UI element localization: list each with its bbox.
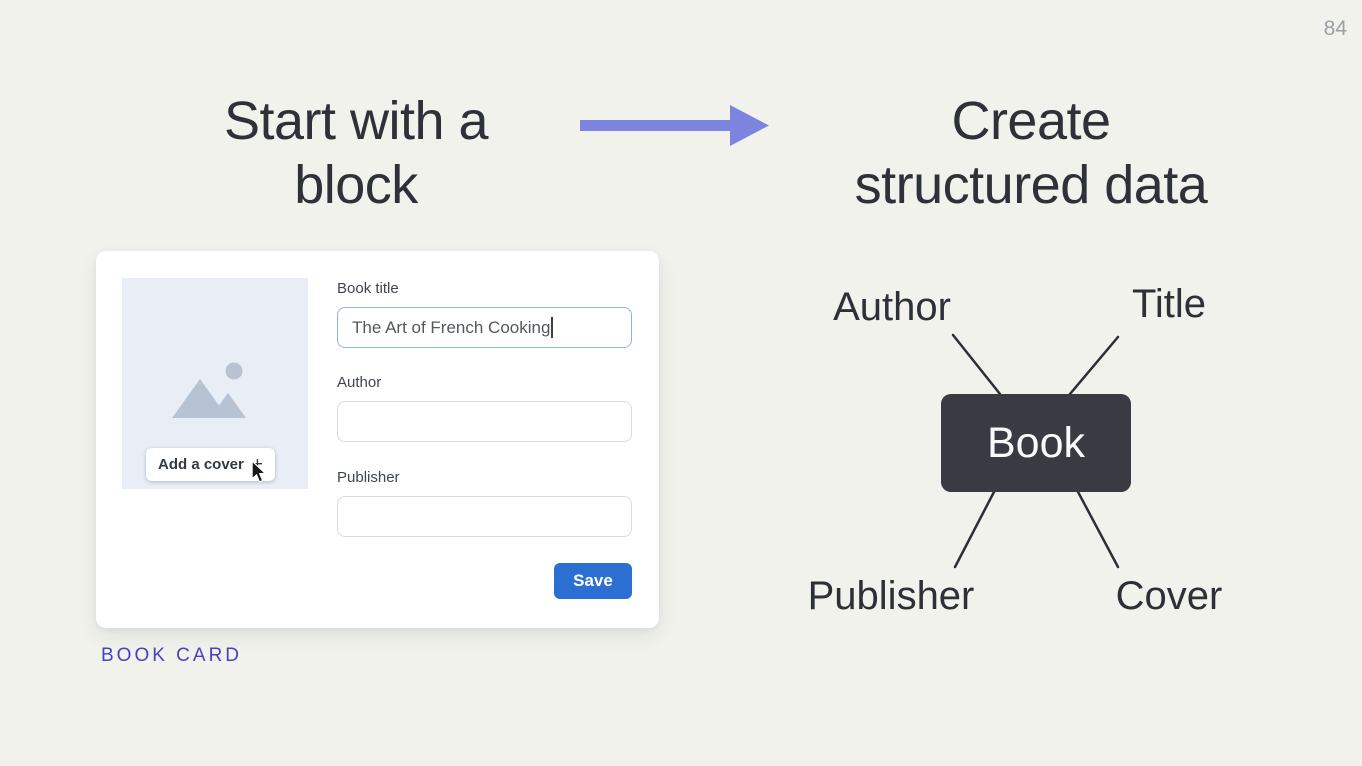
- diagram-node-author: Author: [833, 285, 951, 329]
- slide-page-number: 84: [1323, 17, 1347, 40]
- author-input[interactable]: [337, 401, 632, 442]
- diagram-node-title: Title: [1131, 282, 1207, 326]
- right-heading: Create structured data: [811, 90, 1251, 217]
- diagram-book-node: Book: [941, 394, 1131, 492]
- diagram-node-publisher: Publisher: [807, 574, 975, 618]
- plus-icon: +: [251, 454, 263, 475]
- publisher-input[interactable]: [337, 496, 632, 537]
- mouse-cursor-icon: [251, 461, 267, 483]
- save-button[interactable]: Save: [554, 563, 632, 599]
- book-title-label: Book title: [337, 280, 399, 297]
- diagram-node-cover: Cover: [1115, 574, 1223, 618]
- cover-placeholder[interactable]: Add a cover +: [122, 278, 308, 489]
- add-cover-label: Add a cover: [158, 456, 244, 473]
- diagram-connector-lines: [951, 333, 1120, 569]
- left-heading: Start with a block: [136, 90, 576, 217]
- book-title-value: The Art of French Cooking: [352, 317, 551, 337]
- book-card: Add a cover + Book title The Art of Fren…: [96, 251, 659, 628]
- book-card-caption: BOOK CARD: [101, 645, 243, 666]
- left-heading-line1: Start with a: [223, 91, 489, 151]
- image-placeholder-icon: [172, 362, 246, 418]
- text-caret: [551, 317, 553, 338]
- right-heading-line2: structured data: [854, 154, 1208, 215]
- right-arrow-icon: [580, 105, 769, 146]
- author-label: Author: [337, 374, 382, 391]
- publisher-label: Publisher: [337, 469, 400, 486]
- book-title-input[interactable]: The Art of French Cooking: [337, 307, 632, 348]
- right-heading-line1: Create: [951, 91, 1111, 151]
- left-heading-line2: block: [294, 154, 418, 215]
